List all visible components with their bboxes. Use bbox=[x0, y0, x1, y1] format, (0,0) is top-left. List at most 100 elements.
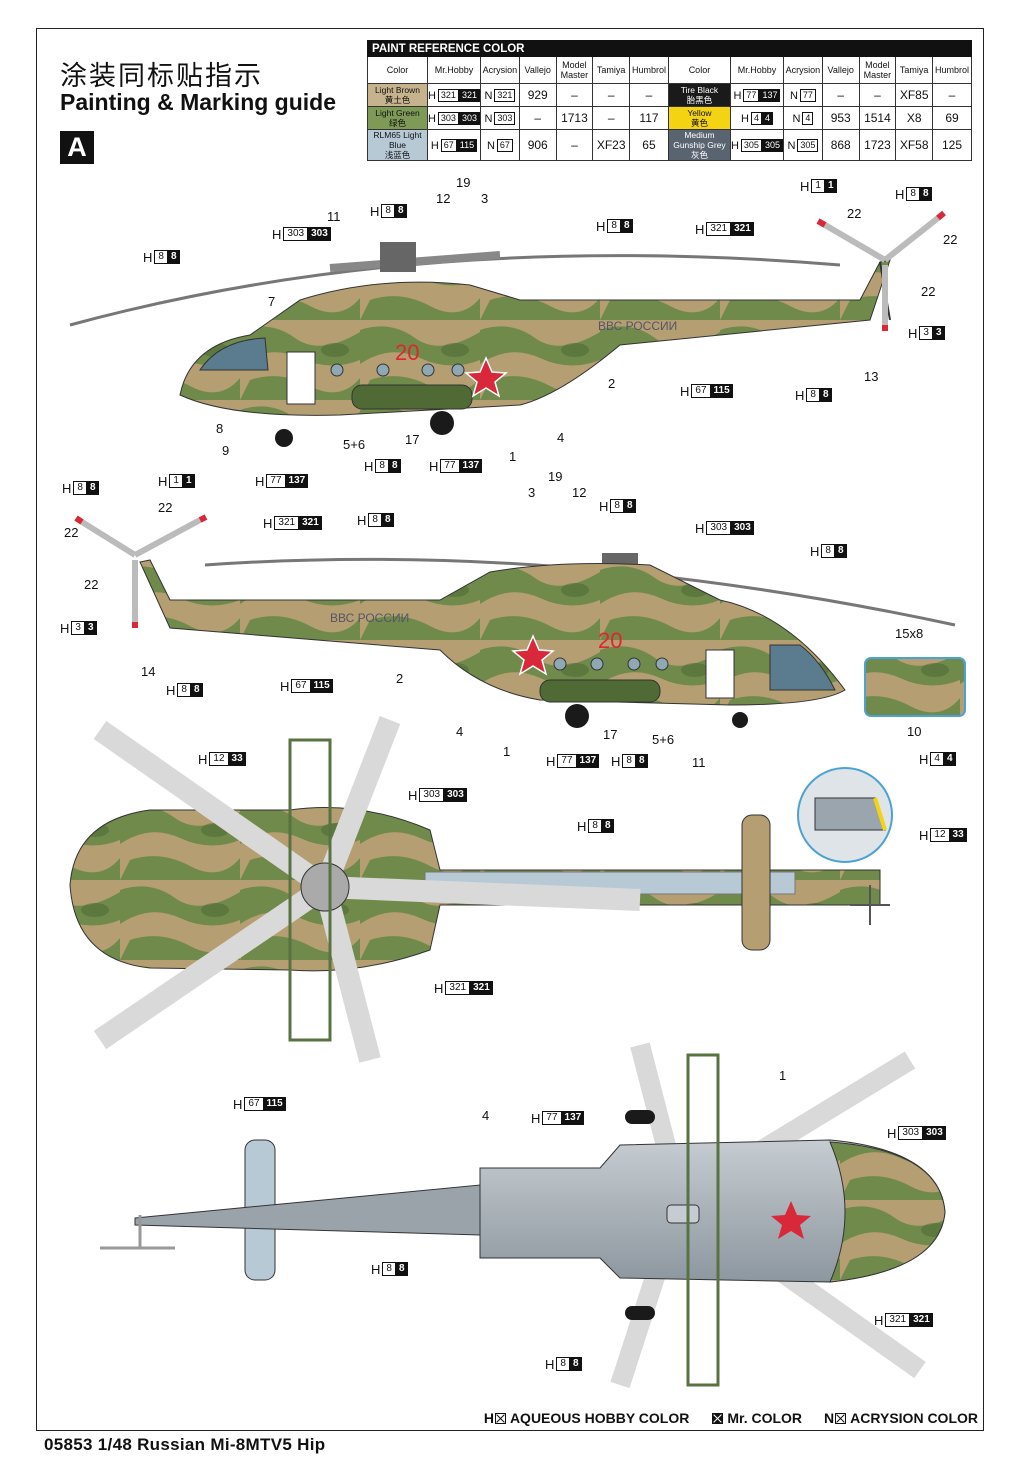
rotor-hub bbox=[380, 242, 416, 272]
legend-mr-color: Mr. COLOR bbox=[711, 1410, 802, 1426]
part-number: 22 bbox=[921, 284, 936, 299]
part-number: 22 bbox=[847, 206, 862, 221]
stabilizer bbox=[741, 814, 771, 951]
col-acrysion: Acrysion bbox=[479, 56, 520, 84]
page-title-cn: 涂装同标贴指示 bbox=[60, 61, 263, 92]
modelmaster-code: 1723 bbox=[858, 129, 897, 161]
humbrol-code: – bbox=[932, 83, 972, 107]
col-vallejo: Vallejo bbox=[518, 56, 557, 84]
col-modelmaster-2: Model Master bbox=[858, 56, 897, 84]
part-number: 11 bbox=[327, 209, 341, 224]
part-number: 17 bbox=[405, 432, 420, 447]
part-number: 3 bbox=[481, 191, 489, 206]
part-number: 22 bbox=[943, 232, 958, 247]
top-view bbox=[69, 716, 893, 1063]
part-number: 12 bbox=[436, 191, 451, 206]
col-mrhobby: Mr.Hobby bbox=[426, 56, 481, 84]
fuel-tank bbox=[351, 384, 473, 410]
part-number: 22 bbox=[64, 525, 79, 540]
cockpit-glass-2 bbox=[769, 644, 836, 691]
tamiya-code: – bbox=[592, 106, 631, 130]
part-number: 17 bbox=[603, 727, 618, 742]
tail-boom-bottom bbox=[134, 1184, 481, 1236]
tamiya-code: XF23 bbox=[592, 129, 631, 161]
vallejo-code: 906 bbox=[518, 129, 557, 161]
part-number: 11 bbox=[692, 755, 706, 770]
pylon-top bbox=[288, 738, 332, 1042]
part-number: 4 bbox=[482, 1108, 490, 1123]
part-number: 7 bbox=[268, 294, 276, 309]
main-wheel-2 bbox=[565, 704, 589, 728]
cabin-door bbox=[286, 351, 316, 405]
part-number: 5+6 bbox=[652, 732, 675, 747]
nose-wheel-2 bbox=[732, 712, 748, 728]
part-number: 2 bbox=[396, 671, 404, 686]
tail-rotor bbox=[816, 210, 946, 331]
humbrol-code: 65 bbox=[629, 129, 669, 161]
scheme-badge: A bbox=[60, 131, 94, 164]
main-rotor-top bbox=[93, 716, 641, 1063]
red-star-marking bbox=[464, 356, 508, 398]
part-number: 5+6 bbox=[343, 437, 366, 452]
vallejo-code: 868 bbox=[821, 129, 860, 161]
part-number: 4 bbox=[456, 724, 464, 739]
part-number: 14 bbox=[141, 664, 156, 679]
main-wheel bbox=[430, 411, 454, 435]
tail-rotor-bottom bbox=[100, 1215, 175, 1250]
part-number: 1 bbox=[779, 1068, 787, 1083]
wheel-bottom bbox=[625, 1110, 655, 1124]
fuselage-left bbox=[179, 259, 891, 416]
col-humbrol-2: Humbrol bbox=[932, 56, 972, 84]
part-number: 9 bbox=[222, 443, 230, 458]
col-acrysion-2: Acrysion bbox=[782, 56, 823, 84]
vallejo-code: – bbox=[518, 106, 557, 130]
rotor-hub-top bbox=[300, 862, 350, 912]
modelmaster-code: 1514 bbox=[858, 106, 897, 130]
detail-inset-fuel-gauge bbox=[864, 657, 966, 717]
page-frame bbox=[36, 28, 984, 1431]
part-number: 10 bbox=[907, 724, 922, 739]
humbrol-code: 125 bbox=[932, 129, 972, 161]
footer-product-line: 05853 1/48 Russian Mi-8MTV5 Hip bbox=[44, 1435, 326, 1454]
cockpit-glass bbox=[199, 337, 269, 371]
page-title: Painting & Marking guide bbox=[60, 89, 337, 115]
col-tamiya: Tamiya bbox=[592, 56, 631, 84]
col-color: Color bbox=[367, 56, 428, 84]
part-number: 3 bbox=[528, 485, 536, 500]
